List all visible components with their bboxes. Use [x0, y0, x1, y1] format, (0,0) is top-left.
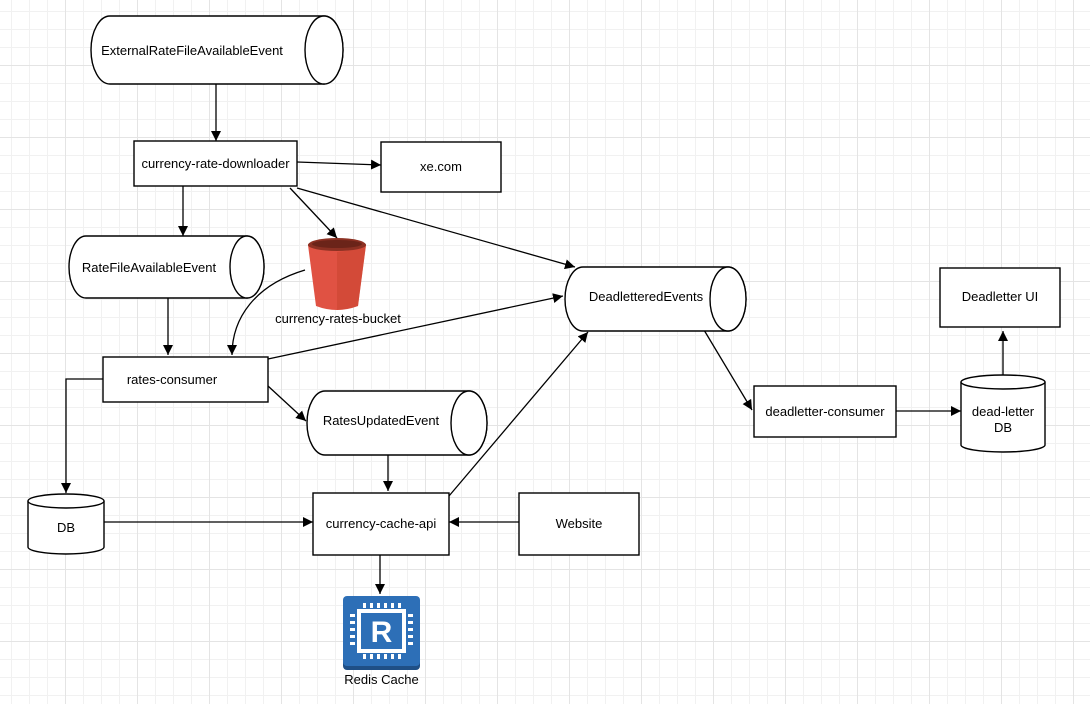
- chip-pins: [350, 603, 413, 659]
- external-event-label: ExternalRateFileAvailableEvent: [101, 43, 283, 58]
- connectors: [61, 84, 1008, 594]
- deadletter-ui-label: Deadletter UI: [962, 289, 1039, 304]
- db-label: DB: [57, 520, 75, 535]
- external-rate-file-event-node[interactable]: ExternalRateFileAvailableEvent: [90, 15, 344, 85]
- website-node[interactable]: Website: [518, 492, 640, 556]
- redis-chip-icon[interactable]: R Redis Cache: [343, 596, 420, 687]
- db-node[interactable]: DB: [27, 493, 105, 555]
- xe-com-node[interactable]: xe.com: [380, 141, 502, 193]
- s3-bucket-icon[interactable]: currency-rates-bucket: [275, 238, 401, 326]
- deadletter-consumer-node[interactable]: deadletter-consumer: [753, 385, 897, 438]
- deadletter-ui-node[interactable]: Deadletter UI: [939, 267, 1061, 328]
- arrow-consumer-to-ratesupdated: [267, 385, 307, 422]
- deadlettered-events-node[interactable]: DeadletteredEvents: [564, 266, 747, 332]
- bucket-label: currency-rates-bucket: [275, 311, 401, 326]
- rates-consumer-label: rates-consumer: [127, 372, 218, 387]
- arrow-consumer-to-deadlettered: [267, 293, 564, 360]
- cache-api-label: currency-cache-api: [326, 516, 437, 531]
- arrow-downloader-to-deadlettered: [296, 187, 576, 270]
- redis-r-glyph: R: [371, 616, 393, 649]
- arrow-bucket-to-consumer: [227, 269, 306, 356]
- website-label: Website: [556, 516, 603, 531]
- arrow-deadlettered-to-deadletterconsumer: [703, 329, 753, 411]
- xe-label: xe.com: [420, 159, 462, 174]
- downloader-label: currency-rate-downloader: [141, 156, 290, 171]
- rates-updated-event-node[interactable]: RatesUpdatedEvent: [306, 390, 488, 456]
- deadletter-consumer-label: deadletter-consumer: [765, 404, 885, 419]
- arrow-cacheapi-to-deadlettered: [448, 331, 589, 497]
- rates-consumer-node[interactable]: rates-consumer: [102, 356, 269, 403]
- arrow-downloader-to-bucket: [289, 187, 338, 239]
- redis-label: Redis Cache: [344, 672, 418, 687]
- currency-rate-downloader-node[interactable]: currency-rate-downloader: [133, 140, 298, 187]
- arrow-consumer-to-db: [61, 378, 103, 493]
- dead-letter-db-label-line1: dead-letter: [972, 404, 1035, 419]
- arrow-downloader-to-xe: [296, 159, 382, 170]
- rates-updated-label: RatesUpdatedEvent: [323, 413, 440, 428]
- rate-file-event-label: RateFileAvailableEvent: [82, 260, 217, 275]
- rate-file-available-event-node[interactable]: RateFileAvailableEvent: [68, 235, 265, 299]
- deadlettered-label: DeadletteredEvents: [589, 289, 704, 304]
- dead-letter-db-node[interactable]: dead-letter DB: [960, 374, 1046, 453]
- currency-cache-api-node[interactable]: currency-cache-api: [312, 492, 450, 556]
- dead-letter-db-label-line2: DB: [994, 420, 1012, 435]
